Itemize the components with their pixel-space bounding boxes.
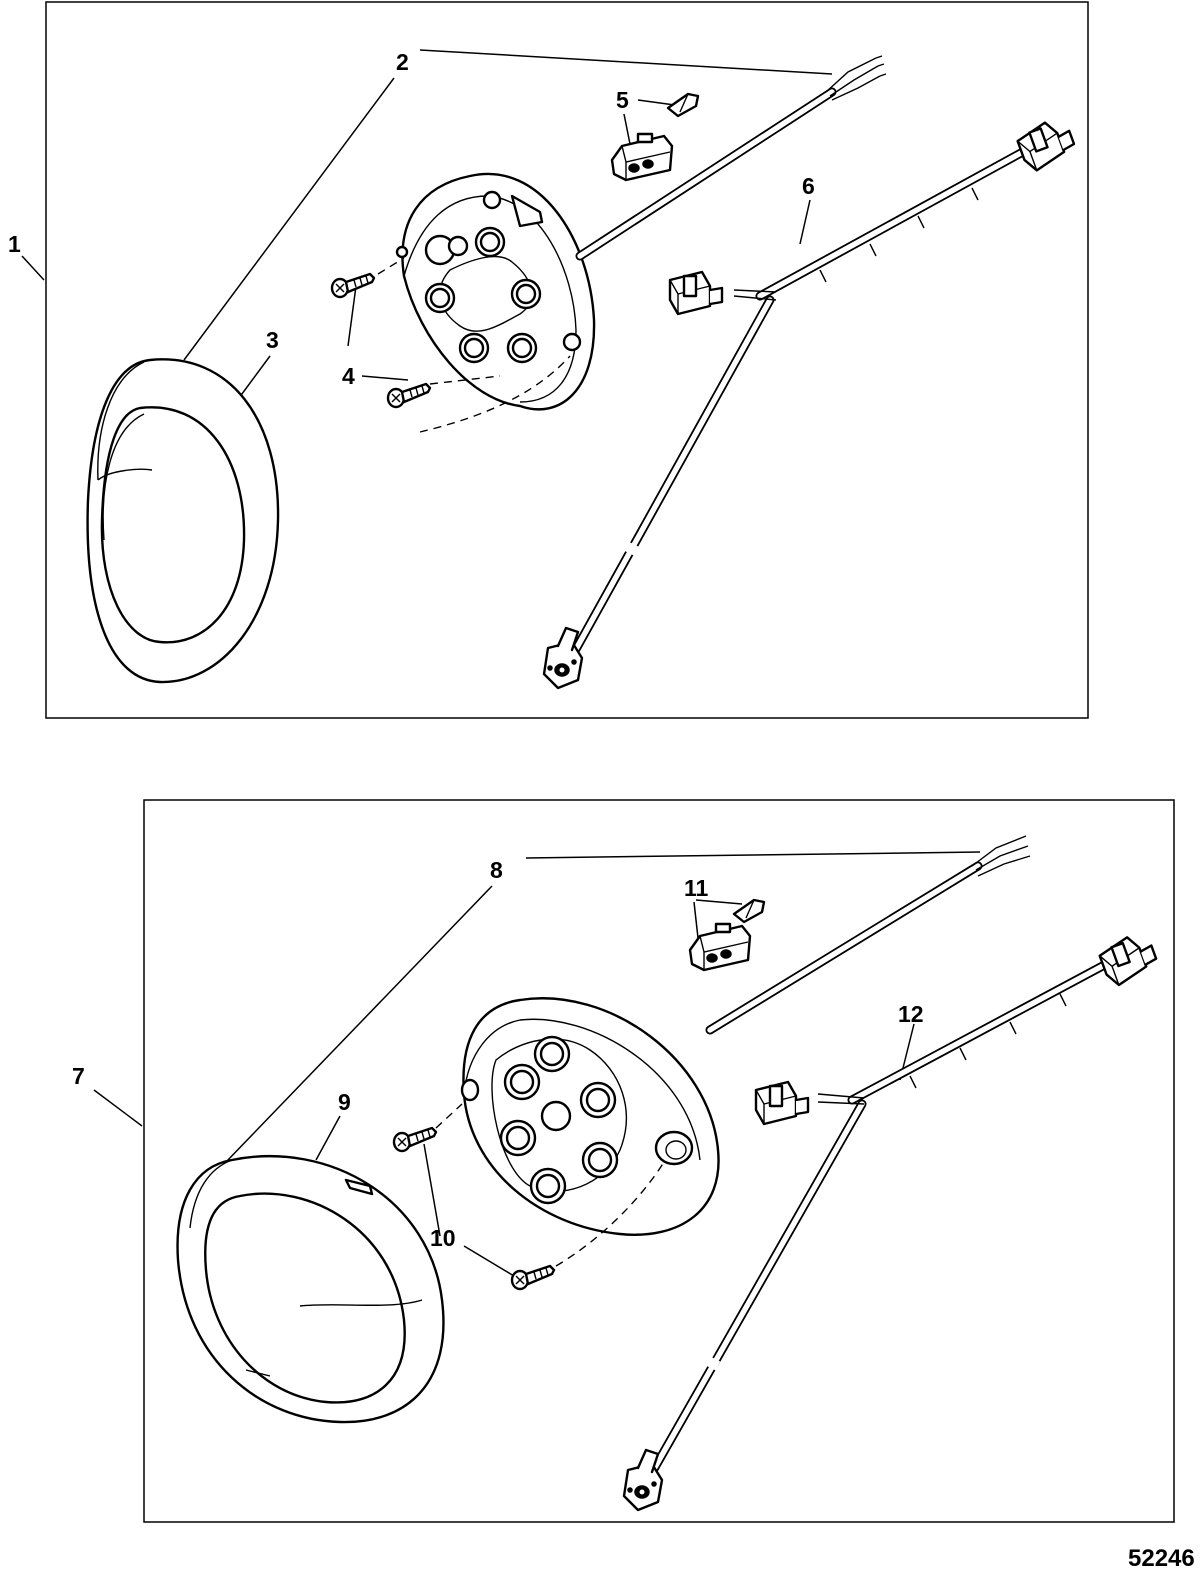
harness-plug-right-bottom — [1095, 929, 1162, 989]
wedge-lock — [666, 92, 700, 118]
callout-1: 1 — [8, 231, 21, 257]
callout-3: 3 — [266, 327, 279, 353]
wiring-harness-bottom — [645, 957, 1115, 1481]
connector-socket — [610, 132, 674, 182]
callout-9: 9 — [338, 1089, 351, 1115]
connector-socket-bottom — [688, 922, 752, 972]
screw-upper-bottom — [392, 1126, 438, 1153]
lead-wire-ends — [825, 55, 887, 101]
callout-2: 2 — [396, 49, 409, 75]
bottom-assembly-frame — [143, 799, 1175, 1523]
harness-end-connector — [542, 626, 584, 690]
screw-upper — [330, 272, 376, 299]
callout-7: 7 — [72, 1063, 85, 1089]
callout-8: 8 — [490, 857, 503, 883]
callout-5: 5 — [616, 87, 629, 113]
wiring-harness — [565, 143, 1035, 665]
harness-plug-right — [1013, 114, 1080, 175]
harness-end-connector-bottom — [622, 1448, 664, 1512]
bezel-ring-round — [86, 358, 280, 684]
callout-6: 6 — [802, 173, 815, 199]
light-housing-round — [395, 172, 596, 411]
callout-4a: 4 — [342, 363, 355, 389]
harness-plug-left — [668, 270, 724, 316]
callout-10: 10 — [430, 1225, 456, 1251]
harness-plug-left-bottom — [754, 1080, 810, 1126]
screw-lower — [386, 382, 432, 409]
top-assembly-frame — [45, 1, 1089, 719]
callout-11: 11 — [684, 875, 709, 901]
screw-lower-bottom — [510, 1264, 556, 1291]
light-housing-oval — [460, 997, 720, 1236]
figure-number: 52246 — [1128, 1545, 1195, 1572]
bezel-ring-oval — [176, 1155, 445, 1424]
callout-12: 12 — [898, 1001, 924, 1027]
lead-wire-ends-bottom — [971, 835, 1031, 877]
